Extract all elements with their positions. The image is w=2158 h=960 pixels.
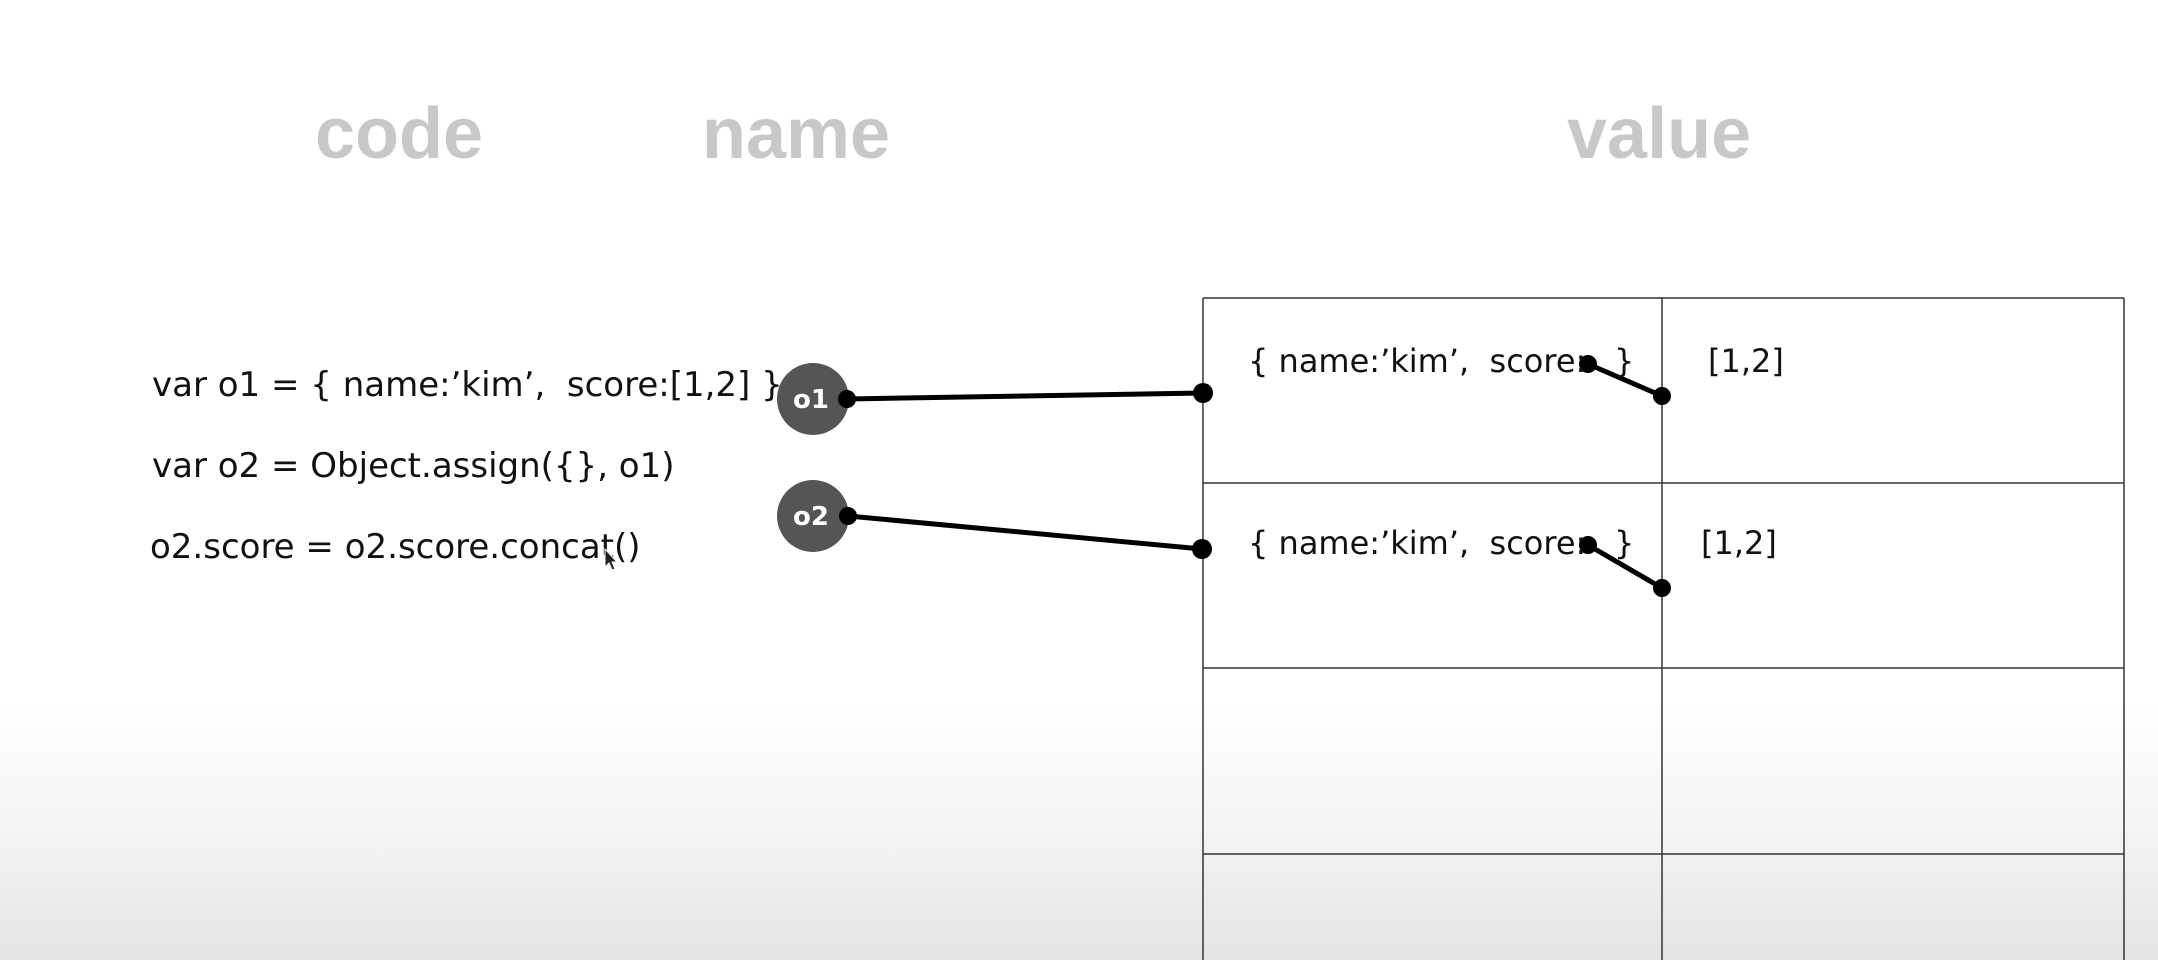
object-2-close-brace: } <box>1614 524 1635 562</box>
o1-node <box>777 363 849 435</box>
score-pointer-1-start-dot <box>1579 355 1597 373</box>
o2-pointer-start-dot <box>839 507 857 525</box>
object-1-text: { name:’kim’, score: <box>1248 342 1587 380</box>
o1-reference: o1 <box>777 363 1213 435</box>
o1-pointer-line <box>846 390 1204 402</box>
o2-pointer-line <box>847 513 1203 552</box>
o1-node-label: o1 <box>793 385 829 415</box>
code-heading: code <box>315 94 484 174</box>
o2-node <box>777 480 849 552</box>
o2-node-label: o2 <box>793 502 829 532</box>
score-pointer-1-line <box>1587 361 1663 399</box>
object-1-close-brace: } <box>1614 342 1635 380</box>
o2-reference: o2 <box>777 480 1212 559</box>
code-line-1: var o1 = { name:’kim’, score:[1,2] } <box>152 365 783 405</box>
score-pointer-2-start-dot <box>1579 536 1597 554</box>
score-pointer-1 <box>1579 355 1671 405</box>
o1-pointer-start-dot <box>838 390 856 408</box>
o1-pointer-end-dot <box>1193 383 1213 403</box>
code-line-3: o2.score = o2.score.concat() <box>150 527 641 567</box>
mouse-cursor-icon <box>604 547 619 571</box>
score-pointer-1-end-dot <box>1653 387 1671 405</box>
score-pointer-2-line <box>1586 542 1664 591</box>
code-line-2: var o2 = Object.assign({}, o1) <box>152 446 675 486</box>
score-pointer-2-end-dot <box>1653 579 1671 597</box>
name-heading: name <box>702 94 891 174</box>
array-1-text: [1,2] <box>1708 342 1784 380</box>
array-2-text: [1,2] <box>1701 524 1777 562</box>
object-2-text: { name:’kim’, score: <box>1248 524 1587 562</box>
o2-pointer-end-dot <box>1192 539 1212 559</box>
score-pointer-2 <box>1579 536 1671 597</box>
value-table <box>1202 297 2125 960</box>
value-heading: value <box>1567 94 1752 174</box>
